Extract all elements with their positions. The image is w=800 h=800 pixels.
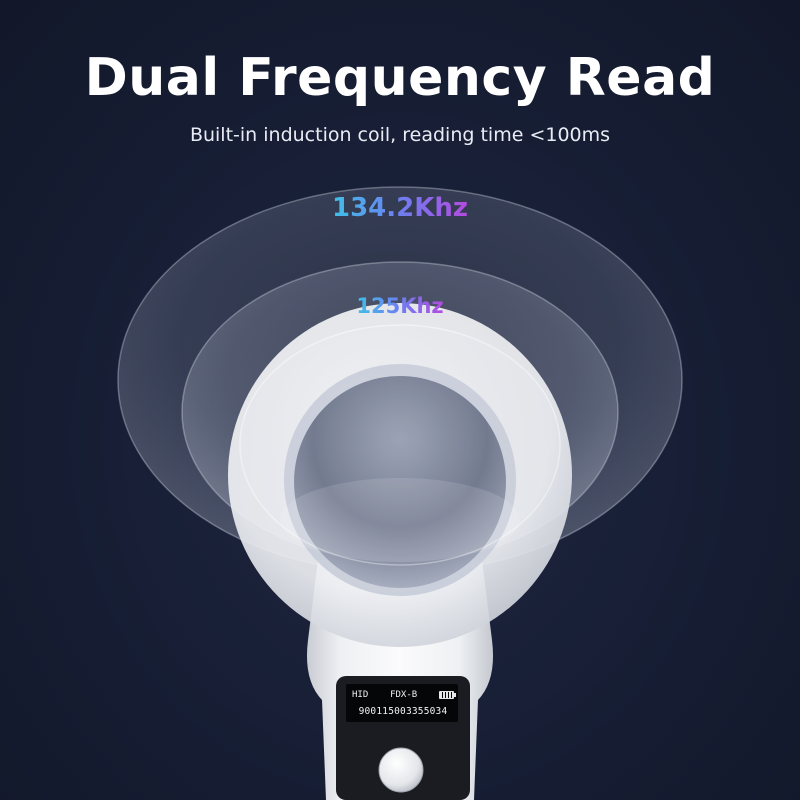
scanner-screen bbox=[346, 684, 458, 722]
screen-protocol: FDX-B bbox=[390, 690, 418, 700]
frequency-label-inner: 125Khz bbox=[356, 294, 444, 318]
page-subtitle: Built-in induction coil, reading time <1… bbox=[189, 124, 611, 146]
page-title: Dual Frequency Read bbox=[84, 48, 716, 108]
screen-mode: HID bbox=[352, 690, 369, 700]
screen-status-row: HID FDX-B bbox=[352, 690, 456, 700]
power-button-icon[interactable] bbox=[378, 747, 424, 793]
lens-highlight bbox=[280, 478, 520, 562]
battery-icon bbox=[438, 691, 456, 699]
scanner-lens bbox=[294, 376, 506, 588]
frequency-label-outer: 134.2Khz bbox=[331, 193, 469, 223]
screen-tag-number: 900115003355034 bbox=[358, 706, 448, 717]
